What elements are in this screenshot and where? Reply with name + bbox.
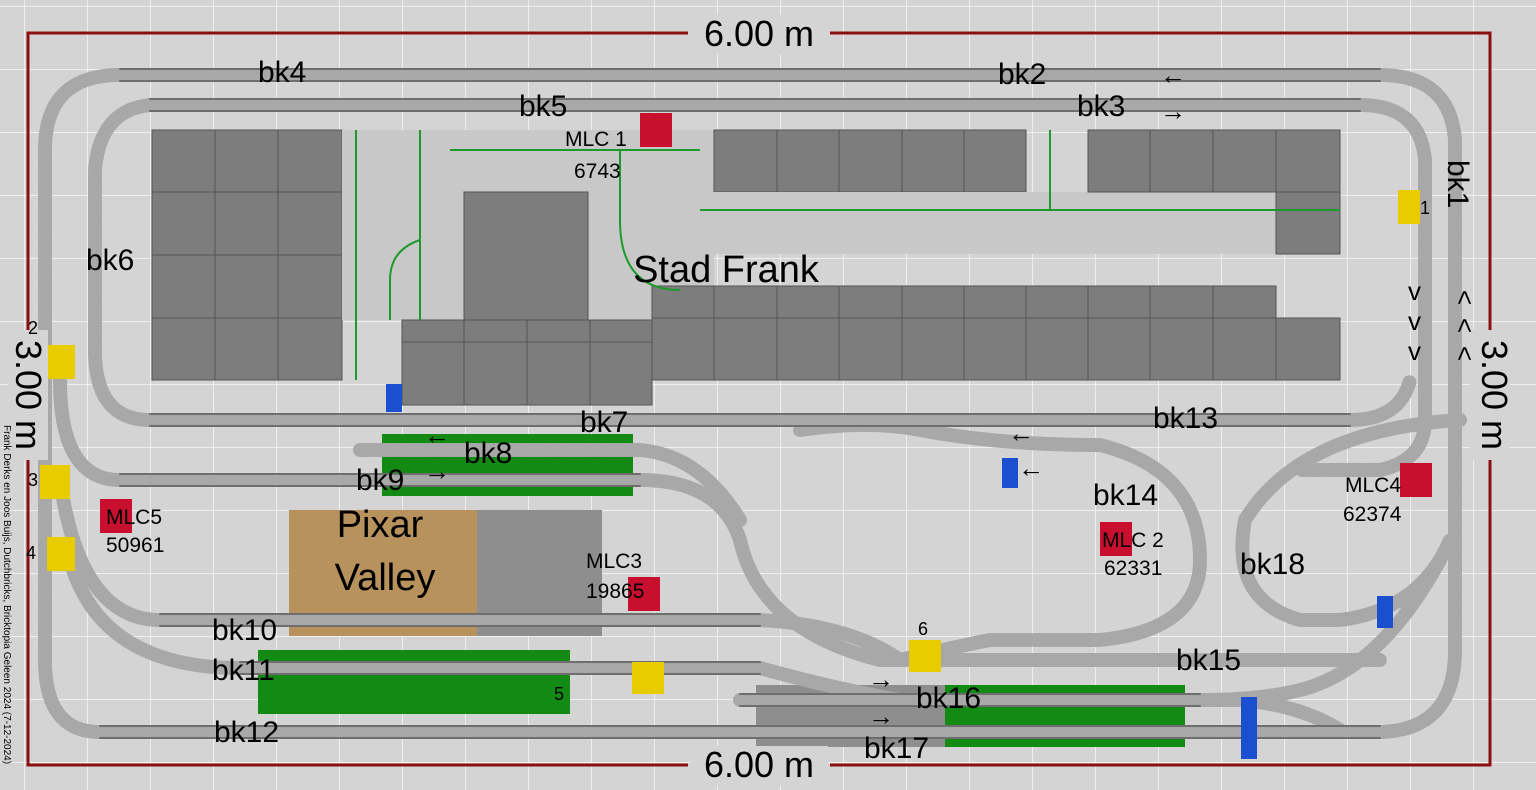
sensor-blue: [386, 384, 402, 412]
dimension-right: 3.00 m: [1474, 340, 1515, 450]
switch-number-6: 6: [918, 619, 928, 639]
road-area: [700, 192, 1340, 254]
block-label-bk5: bk5: [519, 90, 567, 123]
sensor-yellow: [47, 345, 75, 379]
building-block: [713, 129, 1027, 193]
arrow-right: →: [868, 701, 894, 731]
sensor-blue: [1241, 697, 1257, 759]
arrow-left: ←: [1018, 453, 1044, 483]
arrow-left: ←: [424, 420, 450, 450]
mlc-1-name: MLC 1: [565, 128, 627, 151]
sensor-yellow: [909, 640, 941, 672]
mlc-labels: MLC 1 6743 MLC 2 62331 MLC3 19865 MLC4 6…: [106, 128, 1402, 603]
arrow-right: →: [424, 456, 450, 486]
block-label-bk10: bk10: [212, 614, 277, 647]
building-block: [1087, 129, 1341, 193]
arrow-chevron-up: <: [1450, 290, 1480, 305]
mlc-3-box: [628, 577, 660, 611]
building-block: [1275, 317, 1341, 381]
block-label-bk17: bk17: [864, 732, 929, 765]
switch-number-3: 3: [28, 470, 38, 490]
block-label-bk11: bk11: [212, 654, 275, 687]
dimension-bottom: 6.00 m: [704, 744, 814, 785]
block-label-bk14: bk14: [1093, 479, 1158, 512]
mlc-2-box: [1100, 522, 1132, 556]
platform-bk11: [258, 650, 570, 714]
block-label-bk3: bk3: [1077, 90, 1125, 123]
arrow-left: ←: [1008, 418, 1034, 448]
mlc-markers: [100, 113, 1432, 611]
mlc-3-name: MLC3: [586, 550, 642, 573]
arrow-chevron-up: <: [1450, 318, 1480, 333]
arrow-right: →: [868, 664, 894, 694]
credit-text: Frank Derks en Joos Buijs, Dutchbricks, …: [1, 425, 12, 764]
direction-arrows: ← → ← → ← ← → → < < < v v v: [424, 60, 1480, 731]
sensor-yellow: [47, 537, 75, 571]
block-label-bk13: bk13: [1153, 402, 1218, 435]
block-label-bk18: bk18: [1240, 548, 1305, 581]
block-label-bk12: bk12: [214, 716, 279, 749]
mlc-4-box: [1400, 463, 1432, 497]
sensor-yellow: [1398, 190, 1420, 224]
mlc-5-box: [100, 499, 132, 533]
arrow-left: ←: [1160, 60, 1186, 90]
valley-label-line1: Pixar: [337, 504, 424, 546]
block-label-bk2: bk2: [998, 58, 1046, 91]
dimension-left: 3.00 m: [8, 340, 49, 450]
block-label-bk9: bk9: [356, 464, 404, 497]
arrow-chevron-down: v: [1408, 276, 1421, 306]
block-label-bk15: bk15: [1176, 644, 1241, 677]
arrow-chevron-down: v: [1408, 306, 1421, 336]
city-label: Stad Frank: [633, 249, 820, 291]
road-lines: [355, 130, 1340, 380]
mlc-1-box: [640, 113, 672, 147]
block-labels: bk1 bk2 bk3 bk4 bk5 bk6 bk7 bk8 bk9 bk10…: [86, 56, 1474, 765]
block-label-bk8: bk8: [464, 437, 512, 470]
block-label-bk4: bk4: [258, 56, 306, 89]
dim-label-bg: [690, 746, 828, 786]
switch-number-2: 2: [28, 318, 38, 338]
building-block: [1275, 191, 1341, 255]
building-grid-lines: [152, 130, 1340, 405]
dimension-top: 6.00 m: [704, 13, 814, 54]
sensor-yellow: [632, 662, 664, 694]
sensor-blue: [1002, 458, 1018, 488]
block-label-bk1: bk1: [1441, 160, 1474, 208]
mlc-4-id: 62374: [1343, 503, 1402, 526]
sensor-yellow: [40, 465, 70, 499]
mlc-5-name: MLC5: [106, 506, 162, 529]
switch-numbers: 1 2 3 4 5 6: [26, 198, 1430, 704]
mlc-5-id: 50961: [106, 534, 164, 557]
building-block: [463, 191, 589, 321]
dim-label-bg: [690, 14, 828, 54]
arrow-chevron-down: v: [1408, 336, 1421, 366]
block-label-bk16: bk16: [916, 682, 981, 715]
mlc-2-name: MLC 2: [1102, 529, 1164, 552]
mlc-2-id: 62331: [1104, 557, 1162, 580]
switch-number-5: 5: [554, 684, 564, 704]
city-area: [151, 129, 1341, 406]
block-label-bk7: bk7: [580, 406, 628, 439]
dim-label-bg: [1470, 330, 1510, 460]
mlc-4-name: MLC4: [1345, 474, 1401, 497]
switch-number-1: 1: [1420, 198, 1430, 218]
sensor-blue: [1377, 596, 1393, 628]
block-label-bk6: bk6: [86, 244, 134, 277]
mlc-3-id: 19865: [586, 580, 644, 603]
switch-number-4: 4: [26, 543, 36, 563]
mlc-1-id: 6743: [574, 160, 621, 183]
arrow-right: →: [1160, 96, 1186, 126]
sensors: [40, 190, 1420, 759]
valley-label-line2: Valley: [335, 557, 436, 599]
track-network: [38, 68, 1467, 739]
arrow-chevron-up: <: [1450, 346, 1480, 361]
dim-label-bg: [8, 330, 48, 460]
